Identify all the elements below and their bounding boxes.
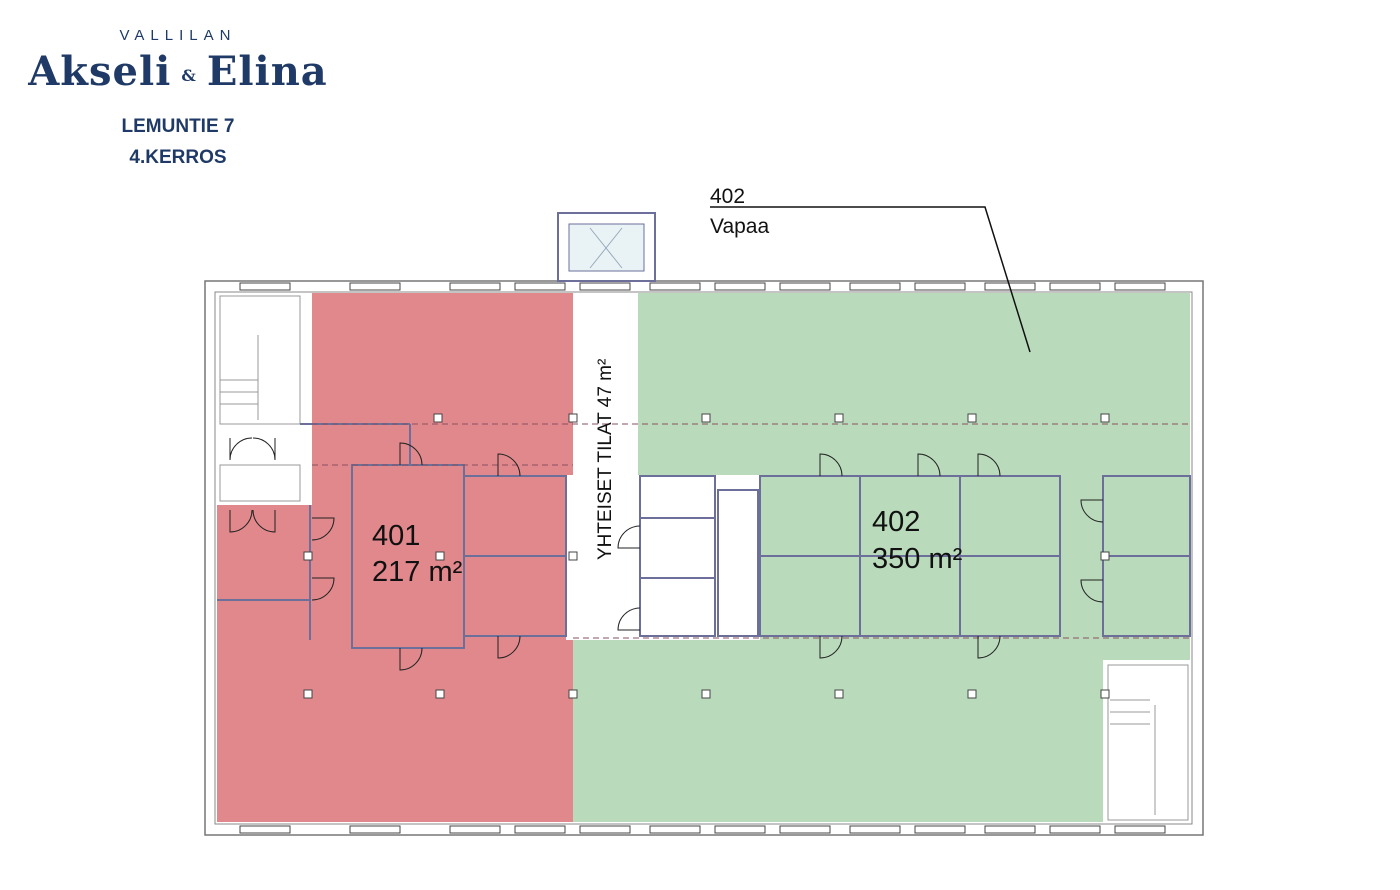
- window: [649, 825, 701, 834]
- doors: [229, 437, 1104, 671]
- window: [714, 282, 766, 291]
- window: [239, 825, 291, 834]
- unit-402-area-label: 350 m²: [872, 543, 963, 575]
- column: [568, 413, 578, 423]
- unit-402-area[interactable]: [573, 293, 1190, 822]
- window: [1114, 282, 1166, 291]
- address: LEMUNTIE 7: [121, 116, 235, 137]
- column: [435, 551, 445, 561]
- column: [568, 551, 578, 561]
- unit-402-number: 402: [872, 506, 920, 538]
- brand-subtitle: VALLILAN: [119, 27, 237, 44]
- window: [579, 282, 631, 291]
- brand-logo: Akseli&Elina: [0, 48, 356, 95]
- window: [449, 825, 501, 834]
- window: [714, 825, 766, 834]
- window: [984, 825, 1036, 834]
- window: [349, 825, 401, 834]
- column: [433, 413, 443, 423]
- columns: [303, 413, 1110, 699]
- column: [701, 413, 711, 423]
- common-area-label: YHTEISET TILAT 47 m²: [595, 359, 616, 560]
- column: [1100, 551, 1110, 561]
- window: [649, 282, 701, 291]
- brand-amp: &: [181, 65, 197, 85]
- floor-label: 4.KERROS: [129, 147, 227, 168]
- room-walls: [217, 423, 1191, 649]
- window: [779, 825, 831, 834]
- column: [1100, 689, 1110, 699]
- column: [967, 413, 977, 423]
- stairwell-right: [1107, 664, 1189, 821]
- beam-lines: [312, 423, 1190, 639]
- column: [834, 689, 844, 699]
- window: [779, 282, 831, 291]
- unit-401-area-label: 217 m²: [372, 556, 463, 588]
- column: [1100, 413, 1110, 423]
- window: [914, 282, 966, 291]
- column: [568, 689, 578, 699]
- window: [349, 282, 401, 291]
- column: [435, 689, 445, 699]
- window: [239, 282, 291, 291]
- window: [579, 825, 631, 834]
- column: [303, 551, 313, 561]
- brand-name-2: Elina: [206, 48, 328, 95]
- window: [514, 282, 566, 291]
- callout-status: Vapaa: [710, 215, 769, 238]
- window: [1049, 825, 1101, 834]
- callout-leader-line: [710, 206, 1031, 353]
- stairwell-left: [219, 295, 301, 502]
- column: [303, 689, 313, 699]
- column: [701, 689, 711, 699]
- unit-401-number: 401: [372, 520, 420, 552]
- column: [967, 689, 977, 699]
- window: [449, 282, 501, 291]
- window: [514, 825, 566, 834]
- column: [834, 413, 844, 423]
- window: [849, 282, 901, 291]
- brand-name-1: Akseli: [28, 48, 172, 95]
- window: [1114, 825, 1166, 834]
- common-area: [566, 293, 760, 640]
- window: [1049, 282, 1101, 291]
- window: [914, 825, 966, 834]
- window: [849, 825, 901, 834]
- elevator: [557, 212, 656, 282]
- callout-unit-number: 402: [710, 185, 745, 208]
